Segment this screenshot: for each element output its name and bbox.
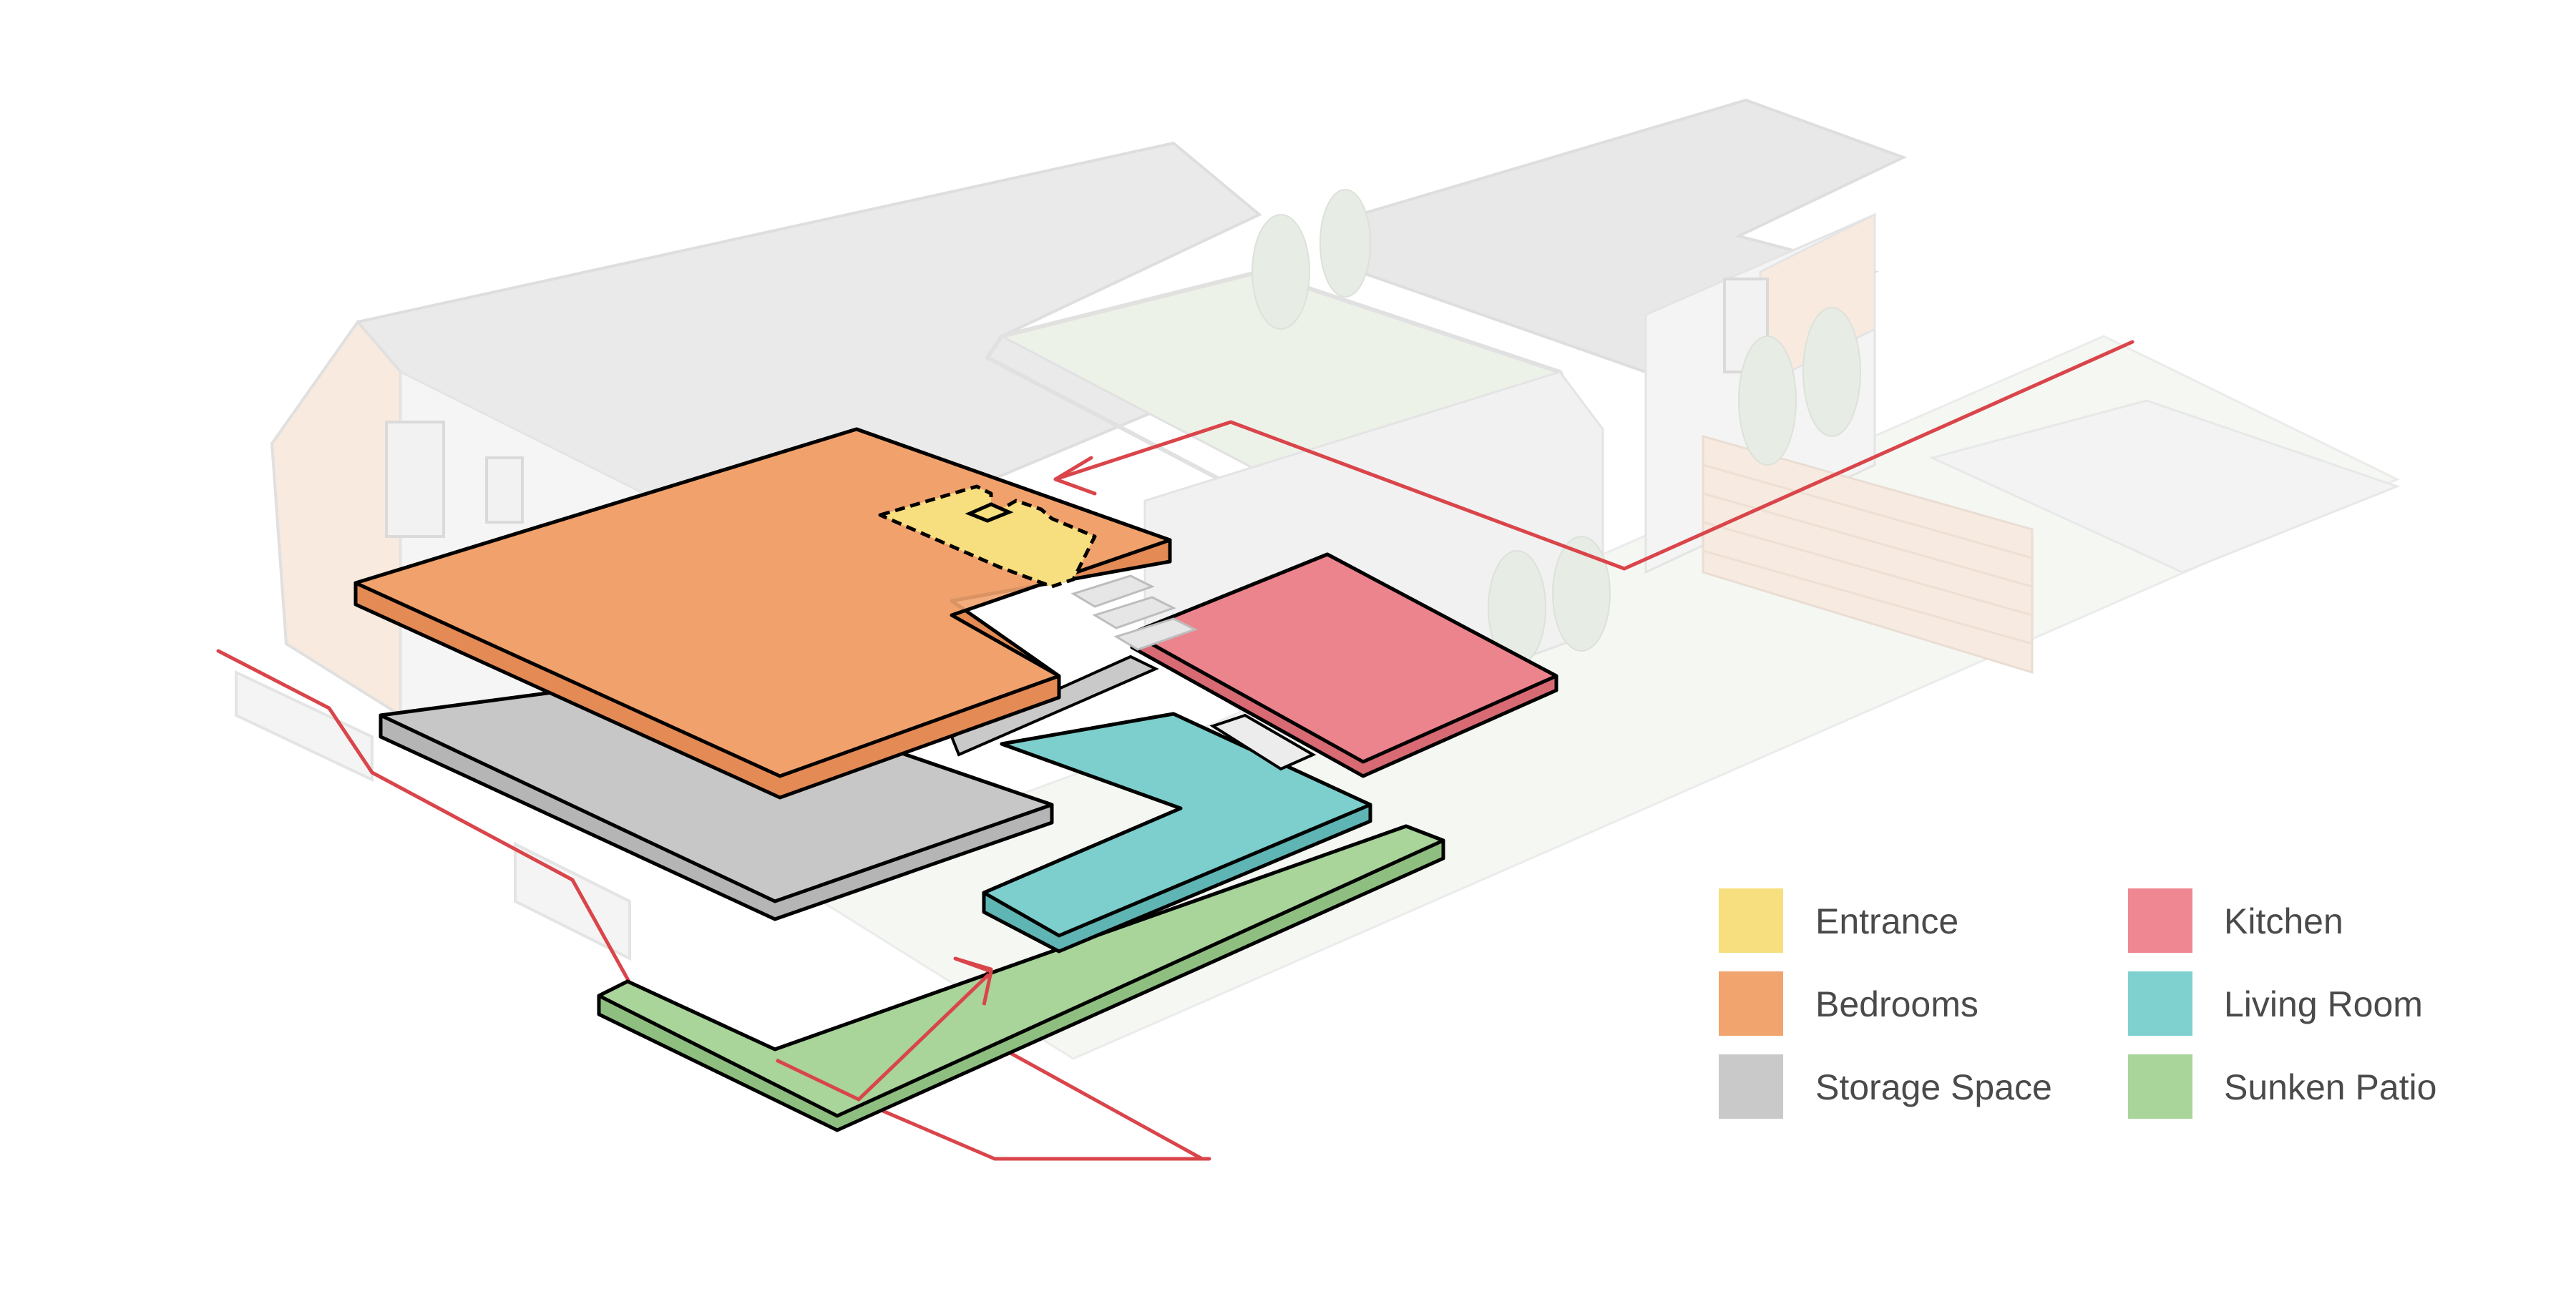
gable-wall — [270, 319, 402, 718]
paved-area — [1928, 399, 2401, 574]
legend: Entrance Bedrooms Storage Space Kitchen … — [1719, 888, 2436, 1119]
legend-label-sunken-patio: Sunken Patio — [2224, 1067, 2436, 1107]
sunken-patio-slab — [597, 824, 1445, 1132]
living-room-slab — [982, 712, 1372, 954]
entrance-notch — [965, 502, 1014, 523]
legend-label-storage: Storage Space — [1815, 1067, 2052, 1107]
path-upper-arrowhead — [1053, 456, 1097, 496]
legend-label-bedrooms: Bedrooms — [1815, 984, 1979, 1024]
legend-swatch-living-room — [2128, 971, 2192, 1036]
kitchen-top — [1130, 552, 1558, 764]
legend-item-living-room: Living Room — [2128, 971, 2423, 1036]
bench — [1209, 713, 1317, 771]
legend-swatch-sunken-patio — [2128, 1054, 2192, 1119]
path-upper — [1053, 340, 2135, 571]
legend-label-entrance: Entrance — [1815, 901, 1958, 941]
storage-connector — [950, 655, 1159, 757]
legend-item-storage: Storage Space — [1719, 1054, 2052, 1119]
entrance-zone — [878, 484, 1097, 589]
legend-item-bedrooms: Bedrooms — [1719, 971, 1979, 1036]
interior-stairs — [1070, 574, 1198, 651]
path-lower-exit — [992, 1042, 1204, 1161]
legend-item-entrance: Entrance — [1719, 888, 1958, 953]
path-patio-overlay — [775, 973, 990, 1102]
storage-slab — [379, 655, 1159, 921]
legend-swatch-kitchen — [2128, 888, 2192, 953]
trees — [1252, 189, 1861, 666]
path-lower — [216, 649, 1211, 1161]
legend-label-kitchen: Kitchen — [2224, 901, 2343, 941]
living-room-top — [982, 712, 1372, 938]
legend-swatch-bedrooms — [1719, 971, 1783, 1036]
legend-swatch-entrance — [1719, 888, 1783, 953]
gable-window — [385, 421, 445, 538]
kitchen-slab — [1130, 552, 1558, 778]
legend-item-kitchen: Kitchen — [2128, 888, 2343, 953]
legend-item-sunken-patio: Sunken Patio — [2128, 1054, 2436, 1119]
sunken-patio-top — [597, 824, 1445, 1118]
legend-swatch-storage — [1719, 1054, 1783, 1119]
gable-window-small — [485, 456, 524, 524]
legend-label-living-room: Living Room — [2224, 984, 2423, 1024]
entrance-top — [878, 484, 1097, 589]
